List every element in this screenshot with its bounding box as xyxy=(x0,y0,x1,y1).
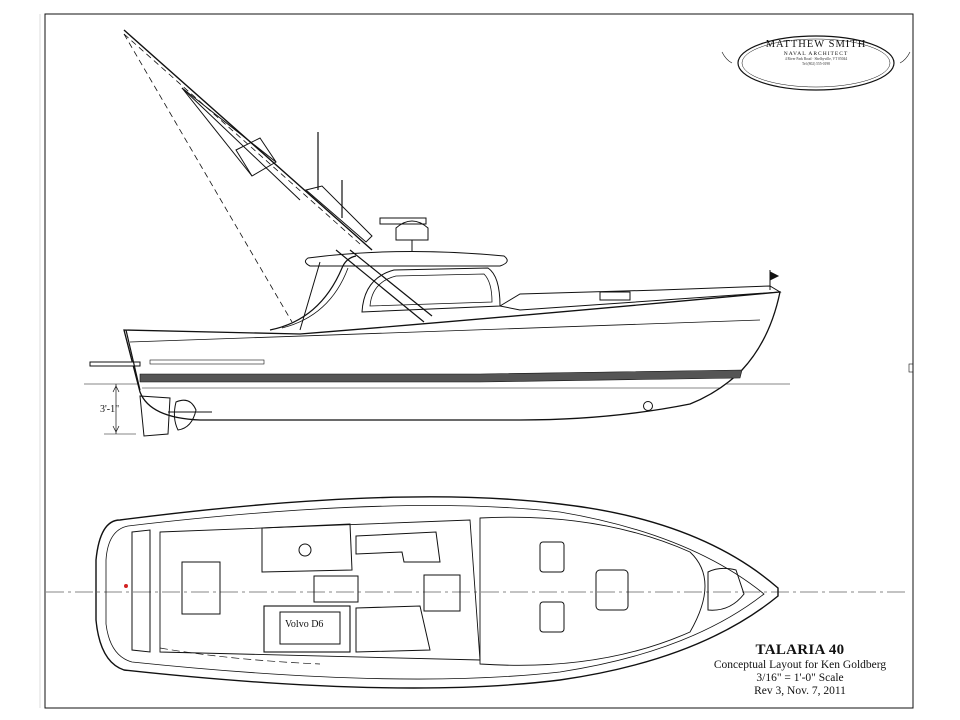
hatch-center xyxy=(313,575,359,603)
outrigger-stay-2 xyxy=(181,87,277,163)
plan-deck-edge xyxy=(105,505,765,680)
logo-ellipse xyxy=(737,35,895,91)
hatch-cockpit xyxy=(423,574,461,612)
outrigger-dashed-2 xyxy=(123,33,361,245)
draft-dimension-label: 3'-1" xyxy=(100,404,120,415)
porthole-strip xyxy=(149,359,265,365)
cabin-window xyxy=(369,273,493,307)
cabin-top xyxy=(479,516,706,666)
logo-address: 4 River Park Road · Shelbyville, VT 0504… xyxy=(784,57,848,61)
bow-flag xyxy=(769,271,780,281)
helm-console xyxy=(261,523,353,573)
draft-arrow-top xyxy=(112,385,120,393)
logo-phone: Tel (802) 555-0198 xyxy=(802,61,830,66)
tower-leg-3 xyxy=(299,261,321,331)
title-block: TALARIA 40 Conceptual Layout for Ken Gol… xyxy=(700,642,900,698)
border-mark-right xyxy=(908,363,914,373)
architect-logo: MATTHEW SMITH NAVAL ARCHITECT 4 River Pa… xyxy=(736,36,896,94)
hull-stripe xyxy=(139,369,743,383)
tower-arch xyxy=(304,185,373,243)
transom xyxy=(125,329,141,391)
logo-subtitle: NAVAL ARCHITECT xyxy=(783,51,849,57)
hull-profile xyxy=(123,291,781,421)
swim-platform xyxy=(89,361,141,367)
outrigger-stay xyxy=(181,87,253,177)
aft-coaming xyxy=(269,255,357,331)
cabin-hatch-3 xyxy=(595,569,629,611)
dinette xyxy=(355,605,431,653)
outrigger-pole-2 xyxy=(181,87,301,201)
logo-ellipse-inner xyxy=(741,38,891,88)
plan-dashed-rail xyxy=(159,647,321,665)
cabin-windshield xyxy=(361,267,501,313)
layout-description: Conceptual Layout for Ken Goldberg xyxy=(713,659,887,671)
drawing-scale: 3/16" = 1'-0" Scale xyxy=(756,672,844,684)
hardtop xyxy=(304,250,508,267)
engine xyxy=(279,611,341,645)
logo-firm: MATTHEW SMITH xyxy=(765,39,867,50)
helm-wheel xyxy=(298,543,312,557)
draft-arrow-bottom xyxy=(112,425,120,433)
portlight xyxy=(643,401,653,411)
radar-base xyxy=(379,217,427,225)
logo-swash-right xyxy=(899,51,911,64)
engine-label: Volvo D6 xyxy=(285,619,324,630)
aft-coaming-inner xyxy=(281,267,349,329)
cockpit xyxy=(159,519,481,661)
engine-box xyxy=(263,605,351,653)
hatch xyxy=(599,291,631,301)
plan-view xyxy=(46,496,906,689)
radar-dome xyxy=(395,220,429,241)
marker-red xyxy=(124,584,128,588)
revision: Rev 3, Nov. 7, 2011 xyxy=(754,685,846,697)
tower-leg-2 xyxy=(349,249,433,317)
rubrail xyxy=(129,319,761,343)
boat-name: TALARIA 40 xyxy=(755,642,845,658)
cabin-hatch-2 xyxy=(539,601,565,633)
helm-seat xyxy=(355,531,441,563)
propeller xyxy=(173,399,197,431)
plan-hull-outline xyxy=(95,496,779,689)
profile-view xyxy=(84,29,790,437)
forward-hatch xyxy=(707,567,745,611)
plan-transom xyxy=(131,529,151,653)
hatch-aft xyxy=(181,561,221,615)
outrigger-dashed-1 xyxy=(123,33,293,323)
rudder xyxy=(139,395,171,437)
sheet-border xyxy=(44,13,914,709)
cabin-hatch-1 xyxy=(539,541,565,573)
logo-swash-left xyxy=(721,51,733,64)
